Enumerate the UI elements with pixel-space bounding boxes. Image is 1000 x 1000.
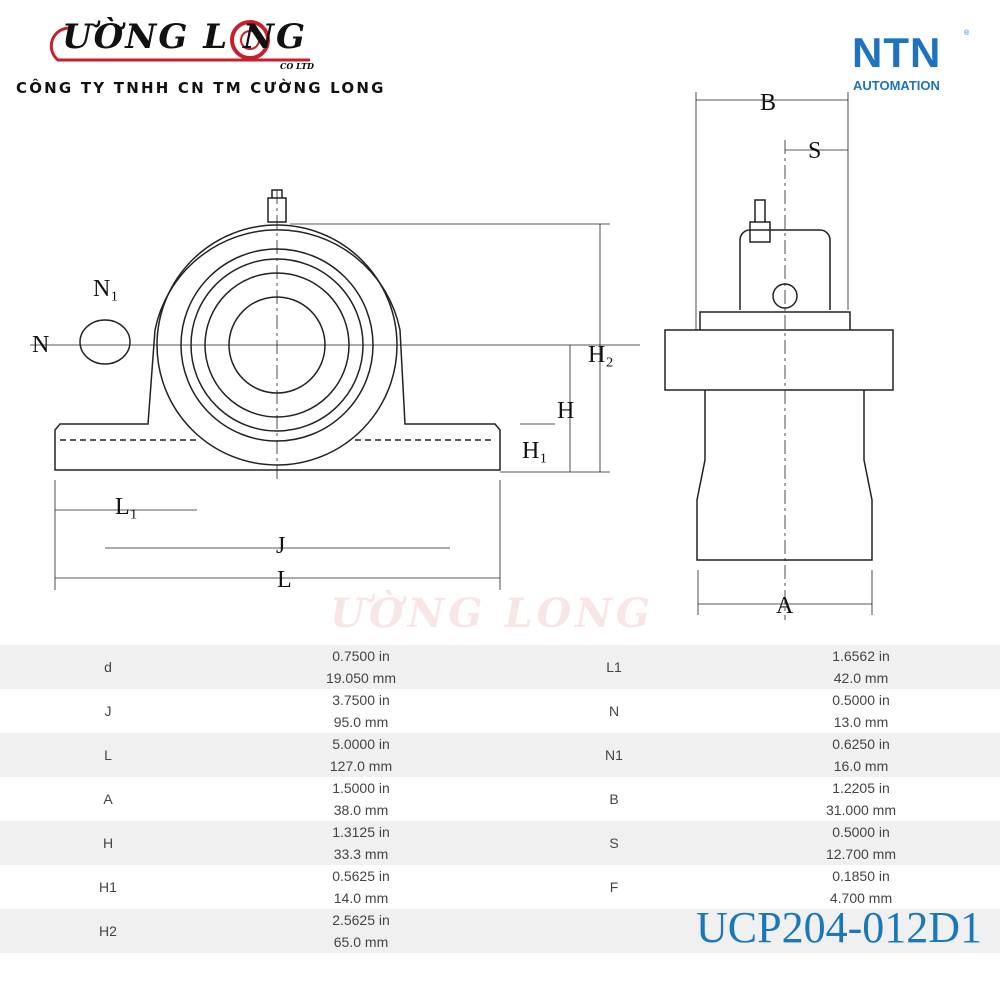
value-mm: 16.0 mm [833, 758, 889, 774]
spec-value: 3.7500 in 95.0 mm [216, 689, 506, 733]
brand-logo: NTN [852, 29, 942, 76]
spec-row: L 5.0000 in 127.0 mm N1 0.6250 in 16.0 mm [0, 733, 1000, 777]
spec-value: 0.1850 in 4.700 mm [722, 865, 1000, 909]
value-mm: 38.0 mm [333, 802, 389, 818]
spec-value: 1.5000 in 38.0 mm [216, 777, 506, 821]
spec-key: B [609, 791, 619, 807]
side-view [664, 92, 894, 620]
dim-label-a: A [776, 593, 794, 619]
spec-value: 1.2205 in 31.000 mm [722, 777, 1000, 821]
brand-subtitle: AUTOMATION [853, 78, 940, 93]
value-mm: 33.3 mm [333, 846, 389, 862]
spec-value: 1.6562 in 42.0 mm [722, 645, 1000, 689]
value-mm: 12.700 mm [825, 846, 897, 862]
spec-key: H2 [99, 923, 117, 939]
spec-key: F [609, 879, 619, 895]
spec-row: H2 2.5625 in 65.0 mm [0, 909, 1000, 953]
spec-value: 0.5000 in 12.700 mm [722, 821, 1000, 865]
value-in: 0.5000 in [832, 692, 890, 708]
registered-mark: ® [964, 30, 970, 37]
value-in: 5.0000 in [332, 736, 390, 752]
value-mm: 19.050 mm [325, 670, 397, 686]
value-in: 1.5000 in [332, 780, 390, 796]
value-mm: 95.0 mm [333, 714, 389, 730]
value-in: 2.5625 in [332, 912, 390, 928]
spec-value: 0.6250 in 16.0 mm [722, 733, 1000, 777]
value-in: 1.6562 in [832, 648, 890, 664]
spec-row: d 0.7500 in 19.050 mm L1 1.6562 in 42.0 mm [0, 645, 1000, 689]
technical-drawing: N₁ N H₂ H H₁ L₁ J L B S A [30, 90, 894, 620]
spec-value: 0.7500 in 19.050 mm [216, 645, 506, 689]
model-number: UCP204-012D1 [695, 903, 982, 952]
value-in: 1.2205 in [832, 780, 890, 796]
dim-label-l: L [277, 567, 292, 593]
value-mm: 65.0 mm [333, 934, 389, 950]
spec-key: H1 [99, 879, 117, 895]
value-in: 0.5000 in [832, 824, 890, 840]
spec-key: A [103, 791, 113, 807]
spec-value: 0.5000 in 13.0 mm [722, 689, 1000, 733]
logo-subtitle: CO LTD [280, 61, 314, 71]
spec-row: A 1.5000 in 38.0 mm B 1.2205 in 31.000 mm [0, 777, 1000, 821]
spec-value: 2.5625 in 65.0 mm [216, 909, 506, 953]
logo-text: ƯỜNG L NG [62, 17, 308, 57]
spec-key: L1 [606, 659, 622, 675]
dim-label-h: H [557, 398, 574, 424]
spec-row: H1 0.5625 in 14.0 mm F 0.1850 in 4.700 mm [0, 865, 1000, 909]
spec-value: 0.5625 in 14.0 mm [216, 865, 506, 909]
dim-label-j: J [276, 533, 285, 559]
watermark: ƯỜNG LONG [330, 590, 655, 637]
spec-key: H [102, 835, 114, 851]
value-in: 1.3125 in [332, 824, 390, 840]
company-name: CÔNG TY TNHH CN TM CƯỜNG LONG [16, 79, 386, 97]
value-in: 0.6250 in [832, 736, 890, 752]
dim-label-s: S [808, 138, 821, 164]
dim-label-h2: H₂ [588, 342, 614, 368]
dim-label-b: B [760, 90, 776, 116]
value-mm: 42.0 mm [833, 670, 889, 686]
value-mm: 31.000 mm [825, 802, 897, 818]
value-in: 3.7500 in [332, 692, 390, 708]
value-mm: 127.0 mm [329, 758, 393, 774]
value-in: 0.7500 in [332, 648, 390, 664]
spec-key: N1 [605, 747, 623, 763]
spec-key: d [104, 659, 112, 675]
dim-label-l1: L₁ [115, 494, 138, 520]
spec-value: 1.3125 in 33.3 mm [216, 821, 506, 865]
dim-label-n1: N₁ [93, 276, 119, 302]
spec-key: L [104, 747, 112, 763]
spec-value: 5.0000 in 127.0 mm [216, 733, 506, 777]
dim-label-h1: H₁ [522, 438, 548, 464]
value-mm: 13.0 mm [833, 714, 889, 730]
spec-row: H 1.3125 in 33.3 mm S 0.5000 in 12.700 mm [0, 821, 1000, 865]
spec-table: d 0.7500 in 19.050 mm L1 1.6562 in 42.0 mm… [0, 645, 1000, 953]
value-in: 0.5625 in [332, 868, 390, 884]
dim-label-n: N [32, 332, 49, 358]
spec-row: J 3.7500 in 95.0 mm N 0.5000 in 13.0 mm [0, 689, 1000, 733]
front-view [30, 189, 640, 590]
spec-key: N [608, 703, 620, 719]
value-in: 0.1850 in [832, 868, 890, 884]
value-mm: 4.700 mm [829, 890, 893, 906]
spec-key: S [609, 835, 619, 851]
bearing-logo-icon [49, 20, 310, 62]
value-mm: 14.0 mm [333, 890, 389, 906]
spec-key: J [104, 703, 112, 719]
